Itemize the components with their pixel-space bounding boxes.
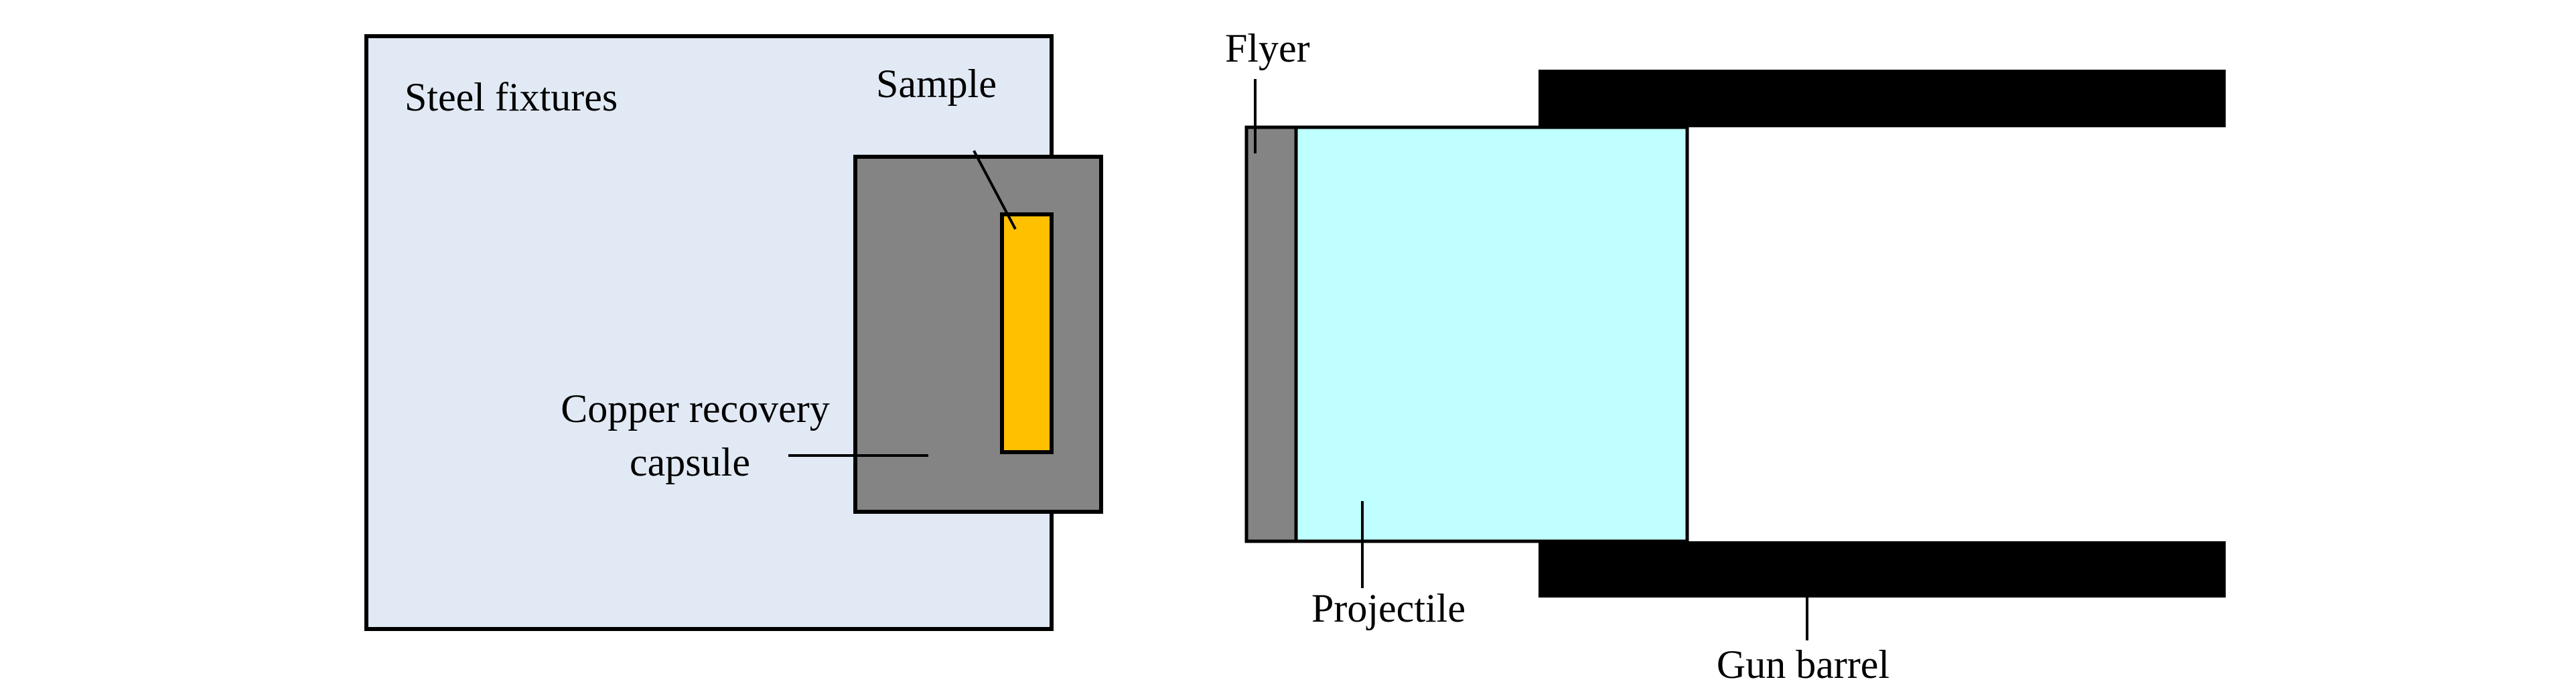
copper-capsule (853, 155, 1103, 514)
flyer-label: Flyer (1225, 26, 1310, 70)
sample-leader-line (973, 150, 1017, 230)
projectile (1294, 125, 1689, 543)
sample-label: Sample (876, 62, 997, 106)
sample (1000, 212, 1054, 454)
capsule-label-line1: Copper recovery (561, 387, 829, 431)
flyer (1244, 125, 1298, 543)
steel-fixtures-label: Steel fixtures (405, 75, 618, 119)
capsule-label-line2: capsule (630, 440, 750, 484)
projectile-label: Projectile (1311, 586, 1465, 630)
gun-barrel-bottom (1539, 541, 2226, 598)
gun-barrel-top (1539, 70, 2226, 127)
gun-barrel-label: Gun barrel (1717, 642, 1889, 687)
